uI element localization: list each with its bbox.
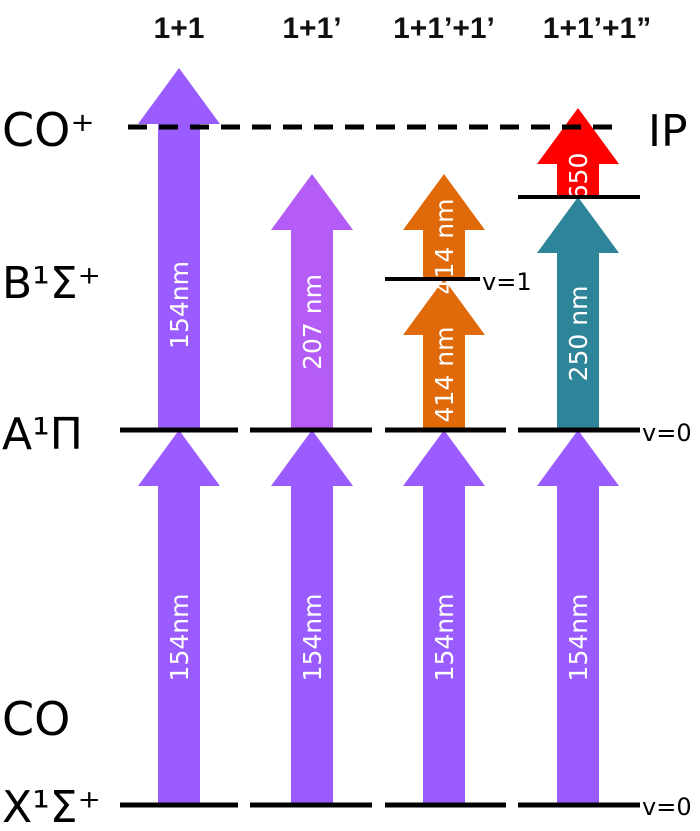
arrow-wavelength-label: 650 <box>564 153 593 201</box>
arrow-shape <box>271 430 353 805</box>
arrow-wavelength-label: 154nm <box>564 594 593 682</box>
transition-arrow: 154nm <box>537 430 619 805</box>
arrow-shape <box>403 279 485 430</box>
column-header-3: 1+1’+1’ <box>393 12 495 45</box>
label-ip: IP <box>648 106 688 157</box>
transition-arrow: 154nm <box>138 430 220 805</box>
energy-levels <box>120 124 640 808</box>
column-header-4: 1+1’+1” <box>543 12 651 45</box>
label-x-state: X¹Σ⁺ <box>2 782 101 831</box>
transition-arrow: 650 <box>537 108 619 200</box>
label-v0-x: v=0 <box>642 793 692 821</box>
arrow-shape <box>537 108 619 197</box>
transition-arrow: 414 nm <box>403 174 485 294</box>
transition-arrow: 154nm <box>403 430 485 805</box>
arrow-shape <box>271 174 353 430</box>
arrow-wavelength-label: 250 nm <box>564 286 593 382</box>
arrow-wavelength-label: 154nm <box>298 594 327 682</box>
transition-arrow: 154nm <box>138 68 220 430</box>
label-b-state: B¹Σ⁺ <box>2 258 101 309</box>
arrow-wavelength-label: 207 nm <box>298 274 327 370</box>
arrow-shape <box>537 430 619 805</box>
transition-arrow: 154nm <box>271 430 353 805</box>
arrow-shape <box>403 174 485 279</box>
arrow-shape <box>403 430 485 805</box>
arrow-wavelength-label: 414 nm <box>430 327 459 423</box>
arrow-shape <box>138 68 220 430</box>
column-header-2: 1+1’ <box>282 12 341 45</box>
label-a-state: A¹Π <box>2 409 83 460</box>
arrow-shape <box>138 430 220 805</box>
arrow-shape <box>537 197 619 430</box>
column-header-1: 1+1 <box>154 12 205 45</box>
label-v0-a: v=0 <box>642 419 692 447</box>
arrow-wavelength-label: 154nm <box>165 594 194 682</box>
label-v1: v=1 <box>482 268 532 296</box>
transition-arrow: 250 nm <box>537 197 619 430</box>
transition-arrow: 414 nm <box>403 279 485 430</box>
transition-arrow: 207 nm <box>271 174 353 430</box>
transition-arrows: 154nm 154nm 154nm 207 nm 154nm 414 nm 414 nm 15… <box>138 68 619 805</box>
arrow-wavelength-label: 154nm <box>430 594 459 682</box>
label-co: CO <box>2 692 70 746</box>
arrow-wavelength-label: 154nm <box>165 261 194 349</box>
label-co-ion: CO⁺ <box>2 103 95 157</box>
